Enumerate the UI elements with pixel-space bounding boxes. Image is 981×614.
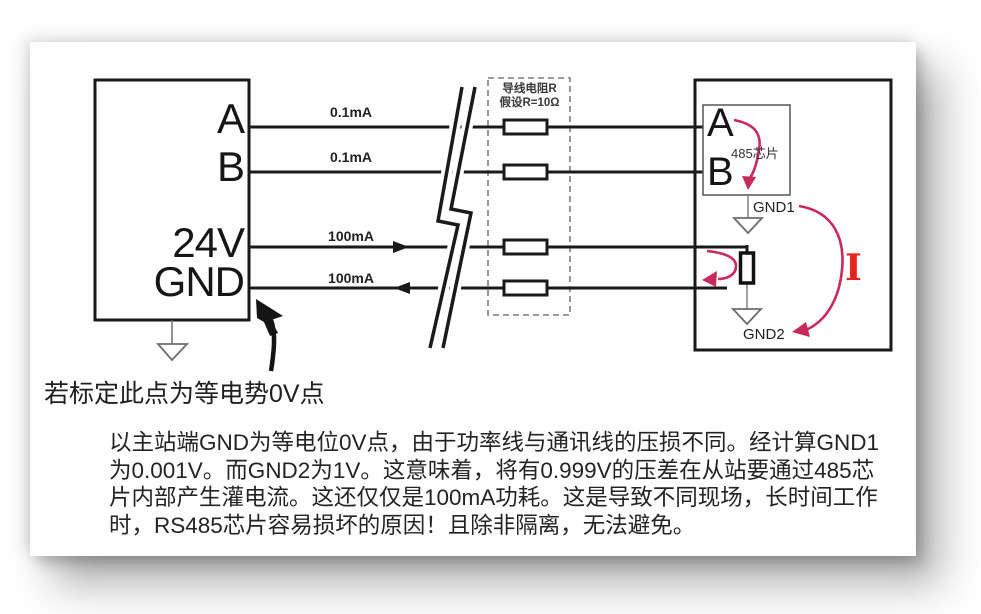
chip-485-label: 485芯片 [731,146,779,161]
master-box-outline [93,78,251,322]
loop-current-symbol: I [845,247,862,289]
resistor-b-icon [502,163,549,181]
wire-resistance-note: 导线电阻R 假设R=10Ω [489,82,570,110]
current-arrow-right-icon [393,241,409,253]
wire-resistance-note-line1: 导线电阻R [502,83,557,95]
wire-resistance-note-line2: 假设R=10Ω [499,97,560,109]
wire-resistors [502,118,549,297]
resistor-a-icon [502,118,549,136]
current-label-b: 0.1mA [329,149,373,165]
master-pin-gnd: GND [153,258,245,305]
description-paragraph: 以主站端GND为等电位0V点，由于功率线与通讯线的压损不同。经计算GND1 为0… [109,429,899,539]
bus-wires [249,125,749,290]
master-ground-icon [156,343,190,362]
description-line: 片内部产生灌电流。这还仅仅是100mA功耗。这是导致不同现场，长时间工作 [109,485,878,510]
gnd2-ground-icon [730,308,764,326]
master-pin-b: B [216,143,245,190]
master-pin-a: A [216,95,245,142]
chip-pin-a: A [707,101,734,145]
description-line: 时，RS485芯片容易损坏的原因！且除非隔离，无法避免。 [109,512,696,538]
gnd1-label: GND1 [753,199,795,216]
line-break-icon [424,85,481,350]
description-line: 为0.001V。而GND2为1V。这意味着，将有0.999V的压差在从站要通过4… [109,457,875,483]
uturn-arrow [706,249,738,281]
resistor-24v-icon [502,238,549,256]
wire-resistance-dashed-box [487,77,571,316]
current-label-gnd: 100mA [328,270,374,286]
current-label-24v: 100mA [328,228,374,244]
gnd2-label: GND2 [743,326,785,343]
chip-arrowhead-icon [742,176,756,190]
ground-symbols [156,195,765,362]
current-loop-arrows [702,118,844,337]
callout-arrow-icon [256,299,283,372]
master-pin-24v: 24V [172,219,245,266]
arc-arrowhead-icon [792,322,810,337]
gnd1-ground-icon [731,217,765,235]
chip-internal-resistor-icon [738,251,756,285]
chip-a-to-b-arrow [733,118,761,179]
current-label-a: 0.1mA [329,104,373,120]
resistor-gnd-icon [502,279,549,297]
callout-text: 若标定此点为等电势0V点 [44,380,325,408]
description-line: 以主站端GND为等电位0V点，由于功率线与通讯线的压损不同。经计算GND1 [109,430,880,455]
uturn-arrowhead-icon [702,271,717,287]
gnd1-to-gnd2-arc [798,204,844,332]
current-arrow-left-icon [394,282,410,294]
chip-pin-b: B [707,150,734,194]
